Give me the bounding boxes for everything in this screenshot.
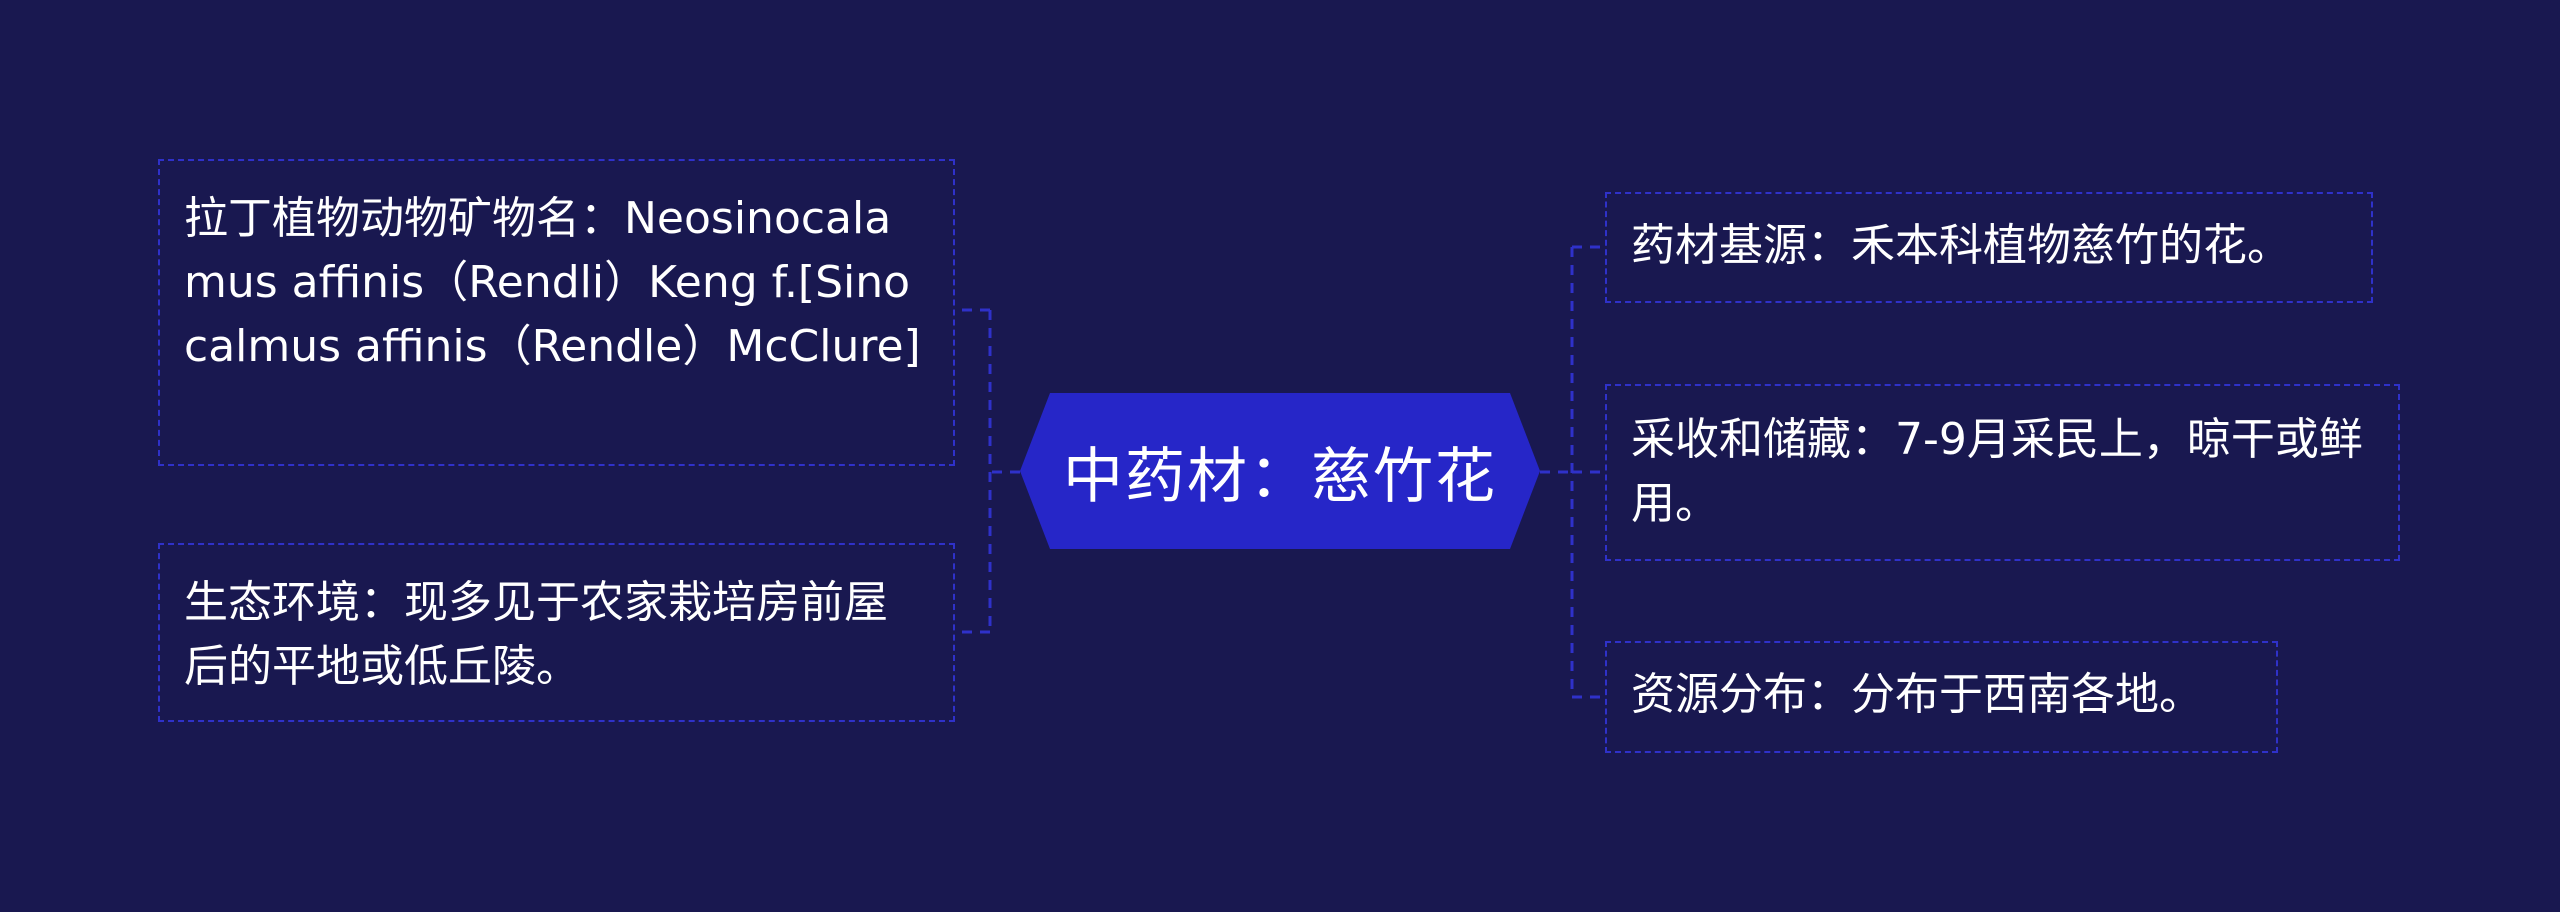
right-node-source[interactable]: 药材基源：禾本科植物慈竹的花。 [1605, 192, 2373, 303]
center-node[interactable]: 中药材：慈竹花 [1020, 393, 1540, 549]
right-node-distribution-text: 资源分布：分布于西南各地。 [1631, 669, 2203, 720]
center-node-shape [1020, 393, 1540, 549]
right-node-harvest[interactable]: 采收和储藏：7-9月采民上，晾干或鲜用。 [1605, 384, 2400, 561]
right-node-distribution[interactable]: 资源分布：分布于西南各地。 [1605, 641, 2278, 753]
connector-left-trunk [955, 308, 1020, 634]
right-node-source-text: 药材基源：禾本科植物慈竹的花。 [1631, 220, 2291, 271]
right-node-harvest-text: 采收和储藏：7-9月采民上，晾干或鲜用。 [1631, 414, 2363, 529]
connector-right-trunk [1540, 245, 1605, 699]
left-node-latin-name[interactable]: 拉丁植物动物矿物名：Neosinocalamus affinis（Rendli）… [158, 159, 955, 466]
left-node-ecology-text: 生态环境：现多见于农家栽培房前屋后的平地或低丘陵。 [184, 577, 888, 692]
left-node-ecology[interactable]: 生态环境：现多见于农家栽培房前屋后的平地或低丘陵。 [158, 543, 955, 722]
left-node-latin-name-text: 拉丁植物动物矿物名：Neosinocalamus affinis（Rendli）… [184, 193, 921, 372]
center-node-label: 中药材：慈竹花 [1063, 441, 1497, 512]
